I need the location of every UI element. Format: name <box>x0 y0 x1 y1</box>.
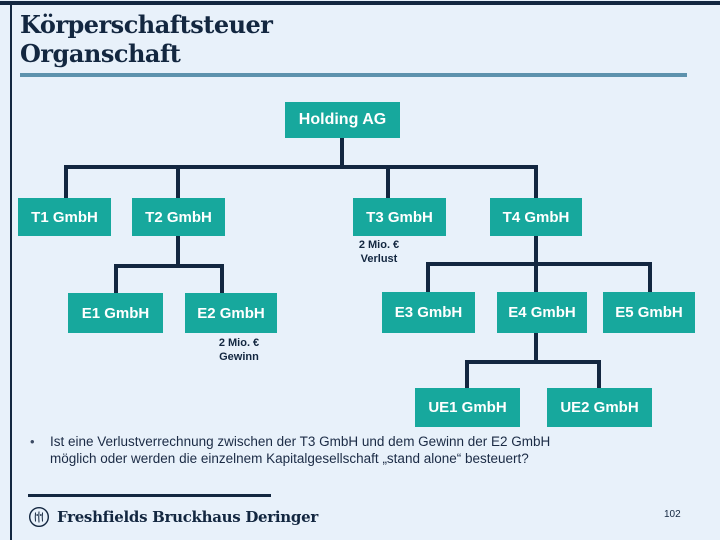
connector-ue-horizontal <box>465 360 601 364</box>
connector-t4-down <box>534 235 538 266</box>
title-underline <box>20 73 687 77</box>
connector-t3-drop <box>386 165 390 198</box>
node-holding-ag: Holding AG <box>285 102 400 138</box>
connector-e4-down <box>534 333 538 363</box>
connector-t2-drop <box>176 165 180 198</box>
node-e4: E4 GmbH <box>497 292 587 333</box>
t3-note-amount: 2 Mio. € <box>358 239 400 251</box>
node-t2: T2 GmbH <box>132 198 225 236</box>
slide-top-border <box>0 1 720 5</box>
connector-t4-drop <box>534 165 538 198</box>
node-t1: T1 GmbH <box>18 198 111 236</box>
connector-ue1-drop <box>465 360 469 388</box>
footer-divider-line <box>28 494 271 497</box>
connector-e345-horizontal <box>426 262 652 266</box>
bullet-question-line-2: möglich oder werden die einzelnem Kapita… <box>50 450 529 466</box>
connector-e5-drop <box>648 262 652 292</box>
bullet-question-line-1: Ist eine Verlustverrechnung zwischen der… <box>50 434 551 449</box>
e2-note-word: Gewinn <box>219 351 259 363</box>
node-e2: E2 GmbH <box>185 293 277 333</box>
connector-e3-drop <box>426 262 430 292</box>
freshfields-logo: Freshfields Bruckhaus Deringer <box>28 506 318 528</box>
slide-left-border <box>10 1 12 540</box>
connector-e4-drop <box>534 262 538 292</box>
page-number: 102 <box>664 509 681 520</box>
bullet-marker: • <box>30 434 35 449</box>
title-line-2: Organschaft <box>20 39 181 68</box>
logo-text: Freshfields Bruckhaus Deringer <box>57 508 318 526</box>
connector-e1-drop <box>114 264 118 293</box>
title-line-1: Körperschaftsteuer <box>20 10 273 39</box>
connector-e12-horizontal <box>114 264 224 268</box>
node-e5: E5 GmbH <box>603 292 695 333</box>
node-t4: T4 GmbH <box>490 198 582 236</box>
t3-note-word: Verlust <box>360 253 398 265</box>
slide-title: Körperschaftsteuer Organschaft <box>20 10 273 68</box>
connector-holding-down <box>340 136 344 167</box>
freshfields-emblem-icon <box>28 506 50 528</box>
node-ue2: UE2 GmbH <box>547 388 652 427</box>
connector-ue2-drop <box>597 360 601 388</box>
connector-trow-horizontal <box>64 165 538 169</box>
connector-t1-drop <box>64 165 68 198</box>
e2-note-amount: 2 Mio. € <box>218 337 260 349</box>
connector-t2-down <box>176 236 180 267</box>
node-e3: E3 GmbH <box>382 292 475 333</box>
e2-profit-note: 2 Mio. € Gewinn <box>203 336 275 364</box>
node-t3: T3 GmbH <box>353 198 446 236</box>
node-ue1: UE1 GmbH <box>415 388 520 427</box>
bullet-question: Ist eine Verlustverrechnung zwischen der… <box>50 434 690 467</box>
node-e1: E1 GmbH <box>68 293 163 333</box>
t3-loss-note: 2 Mio. € Verlust <box>350 238 408 266</box>
connector-e2-drop <box>220 264 224 293</box>
